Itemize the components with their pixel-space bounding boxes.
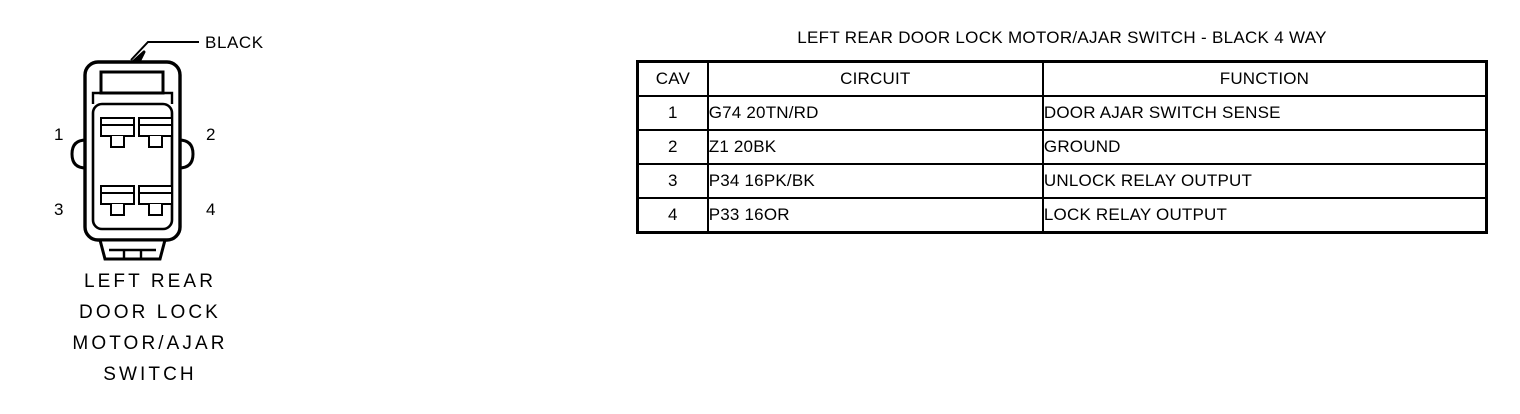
cell-cav: 2	[636, 129, 709, 165]
table-header-row: CAV CIRCUIT FUNCTION	[636, 60, 1488, 97]
connector-body	[70, 60, 195, 261]
pin-number-3: 3	[54, 200, 63, 219]
cell-function: UNLOCK RELAY OUTPUT	[1041, 163, 1488, 199]
caption-line-3: MOTOR/AJAR	[72, 333, 228, 354]
table-row: 1 G74 20TN/RD DOOR AJAR SWITCH SENSE	[636, 95, 1488, 131]
connector-figure: BLACK	[0, 0, 320, 414]
cell-circuit: Z1 20BK	[706, 129, 1044, 165]
cell-circuit: P33 16OR	[706, 197, 1044, 234]
terminal-cavity-3	[100, 185, 135, 216]
cell-cav: 1	[636, 95, 709, 131]
pin-number-1: 1	[54, 125, 63, 144]
pin-number-2: 2	[206, 125, 215, 144]
terminal-cavity-1	[100, 117, 135, 148]
cell-cav: 3	[636, 163, 709, 199]
caption-line-4: SWITCH	[103, 364, 197, 385]
connector-base	[98, 238, 167, 261]
pinout-panel: LEFT REAR DOOR LOCK MOTOR/AJAR SWITCH - …	[636, 28, 1488, 234]
cell-circuit: G74 20TN/RD	[706, 95, 1044, 131]
pinout-table: CAV CIRCUIT FUNCTION 1 G74 20TN/RD DOOR …	[636, 60, 1488, 234]
terminal-cavity-2	[138, 117, 173, 148]
column-header-function: FUNCTION	[1041, 60, 1488, 97]
cell-function: DOOR AJAR SWITCH SENSE	[1041, 95, 1488, 131]
caption-line-1: LEFT REAR	[83, 271, 217, 292]
connector-color-label: BLACK	[205, 33, 264, 52]
cell-function: GROUND	[1041, 129, 1488, 165]
table-row: 2 Z1 20BK GROUND	[636, 129, 1488, 165]
table-row: 4 P33 16OR LOCK RELAY OUTPUT	[636, 197, 1488, 234]
table-row: 3 P34 16PK/BK UNLOCK RELAY OUTPUT	[636, 163, 1488, 199]
connector-drawing: BLACK	[54, 33, 264, 261]
pinout-table-title: LEFT REAR DOOR LOCK MOTOR/AJAR SWITCH - …	[797, 28, 1327, 47]
column-header-circuit: CIRCUIT	[706, 60, 1044, 97]
cell-circuit: P34 16PK/BK	[706, 163, 1044, 199]
terminal-cavity-4	[138, 185, 173, 216]
caption-line-2: DOOR LOCK	[79, 302, 221, 323]
cell-function: LOCK RELAY OUTPUT	[1041, 197, 1488, 234]
cell-cav: 4	[636, 197, 709, 234]
column-header-cav: CAV	[636, 60, 709, 97]
pin-number-4: 4	[206, 200, 215, 219]
connector-caption: LEFT REAR DOOR LOCK MOTOR/AJAR SWITCH	[0, 266, 300, 390]
